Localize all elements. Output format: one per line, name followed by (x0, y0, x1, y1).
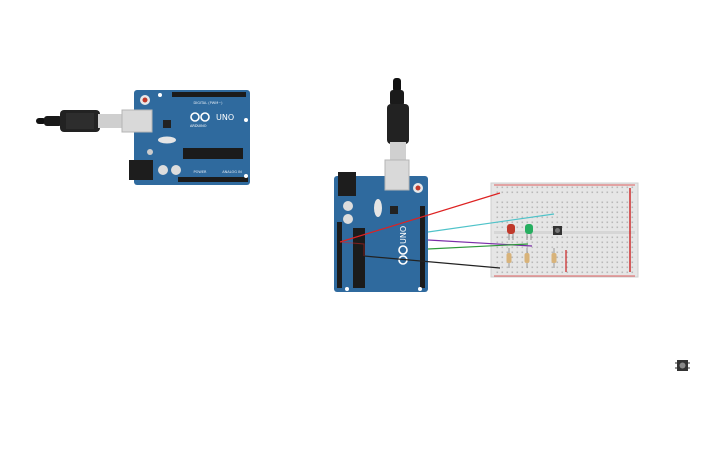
arduino-uno-board-center[interactable]: UNO (334, 78, 428, 292)
atmega16u2-chip (390, 206, 398, 214)
wire-red[interactable] (339, 192, 501, 243)
atmega16u2-chip (163, 120, 171, 128)
capacitor (171, 165, 181, 175)
power-analog-header (178, 177, 248, 182)
wire-cyan[interactable] (427, 213, 555, 233)
green-led[interactable] (525, 224, 533, 240)
pushbutton-icon[interactable] (553, 226, 562, 235)
board-brand-label: ARDUINO (190, 124, 207, 128)
usb-port (384, 159, 410, 191)
terminal-strip-bottom (494, 236, 635, 264)
digital-header (172, 92, 246, 97)
loose-pushbutton-icon[interactable] (675, 360, 690, 371)
capacitor (343, 201, 353, 211)
red-led[interactable] (507, 224, 515, 240)
crystal (158, 136, 176, 144)
resistor[interactable] (506, 248, 512, 268)
power-jack (338, 172, 356, 196)
crystal (374, 199, 382, 217)
atmega328-chip (183, 148, 243, 159)
wires[interactable] (339, 192, 555, 269)
power-rail-bottom (494, 266, 635, 275)
digital-header-label: DIGITAL (PWM~) (193, 101, 223, 105)
terminal-strip-top (494, 199, 635, 229)
capacitor (158, 165, 168, 175)
breadboard[interactable] (490, 182, 639, 278)
power-header-label: POWER (194, 170, 208, 174)
wire-black[interactable] (363, 255, 501, 269)
arduino-uno-board-left[interactable]: DIGITAL (PWM~) UNO ARDUINO POWER ANALOG … (36, 90, 250, 185)
resistor[interactable] (524, 248, 530, 268)
capacitor (343, 214, 353, 224)
wire-green[interactable] (427, 243, 529, 250)
power-analog-header (337, 222, 342, 288)
power-jack (129, 160, 153, 180)
resistor[interactable] (551, 248, 557, 268)
analog-header-label: ANALOG IN (222, 170, 242, 174)
power-rail-top (494, 186, 635, 196)
usb-cable-center[interactable] (387, 78, 409, 162)
digital-header (420, 206, 425, 288)
board-model-label: UNO (216, 113, 234, 122)
arduino-logo-icon (190, 112, 210, 122)
usb-cable-left[interactable] (36, 110, 124, 132)
usb-port (121, 109, 153, 133)
board-model-label: UNO (399, 226, 408, 244)
